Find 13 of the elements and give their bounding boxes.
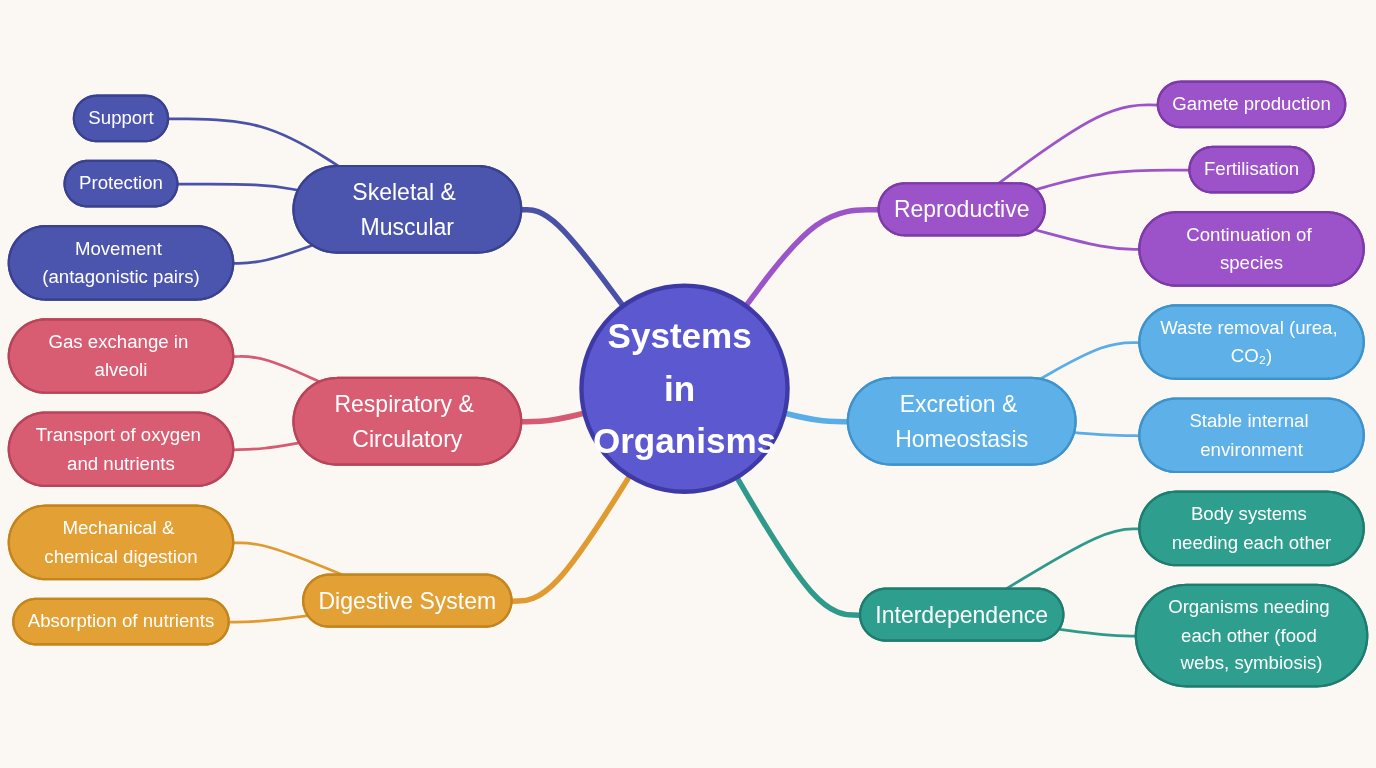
connector — [734, 476, 861, 618]
connector — [233, 441, 300, 452]
connector — [521, 207, 626, 308]
connector — [233, 244, 313, 265]
connector — [1039, 341, 1140, 381]
connector — [1035, 228, 1140, 251]
connector — [1035, 168, 1190, 191]
connector — [512, 474, 632, 604]
connector — [177, 182, 299, 192]
node-circle: Systems in Organisms — [579, 283, 790, 494]
connector — [1074, 431, 1140, 438]
connector — [229, 614, 309, 624]
connector — [233, 355, 321, 384]
